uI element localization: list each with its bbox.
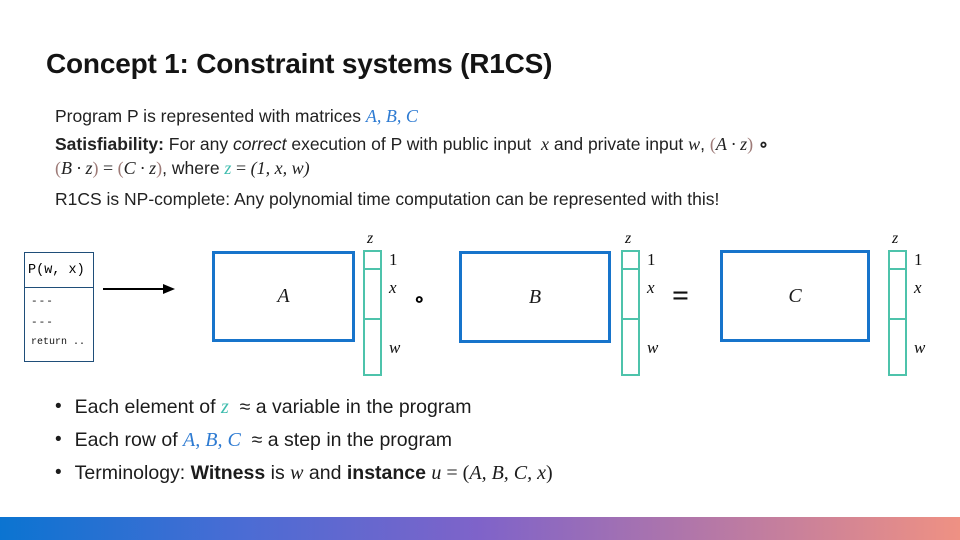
matrix-c-box: C	[720, 250, 870, 342]
program-box-body: --- --- return ..	[25, 288, 93, 352]
matrix-c-label: C	[788, 284, 802, 307]
matrix-a-box: A	[212, 251, 355, 342]
bullet-item-2: • Each row of A, B, C ≈ a step in the pro…	[55, 429, 452, 452]
vector-top-label-z: z	[367, 230, 374, 247]
b3-text-3: and	[303, 462, 347, 484]
b3-text-2: is	[265, 462, 291, 484]
ring-operator: ∘	[753, 134, 769, 154]
sat-var-w: w	[688, 134, 701, 154]
intro-text: Program P is represented with matrices	[55, 106, 366, 126]
vector-label-w: w	[389, 338, 401, 357]
b3-tuple-math: A, B, C, x	[469, 462, 547, 484]
vector-label-x: x	[914, 278, 922, 297]
program-box-header: P(w, x)	[25, 253, 93, 288]
paren-open: (	[55, 158, 61, 178]
b3-text-1: Terminology:	[74, 462, 191, 484]
vector-label-1: 1	[647, 250, 656, 269]
program-box: P(w, x) --- --- return ..	[24, 252, 94, 362]
code-line-return: return ..	[31, 337, 86, 348]
vector-segment-1	[621, 250, 640, 270]
page-title: Concept 1: Constraint systems (R1CS)	[46, 48, 553, 79]
vector-segment-x	[363, 268, 382, 320]
vector-segment-1	[888, 250, 907, 270]
bullet-item-3: •Terminology: Witness is w and instance …	[55, 462, 553, 485]
vector-segment-x	[888, 268, 907, 320]
code-line: ---	[31, 296, 54, 308]
code-line: ---	[31, 317, 54, 329]
matrix-b-box: B	[459, 251, 611, 343]
b3-eq-paren: = (	[441, 462, 470, 484]
b3-instance-bold: instance	[346, 462, 426, 484]
vector-label-1: 1	[389, 250, 398, 269]
vector-label-w: w	[914, 338, 926, 357]
z-vector-c	[888, 250, 907, 376]
paren-close: )	[747, 134, 754, 154]
equals-sign: =	[98, 158, 118, 178]
equals-operator: =	[672, 279, 690, 312]
vector-top-label-z: z	[625, 230, 632, 247]
b2-text-2: ≈ a step in the program	[240, 429, 453, 451]
equals-sign: =	[231, 158, 251, 178]
paren-close: )	[156, 158, 163, 178]
paren-open: (	[709, 134, 716, 154]
b3-close-paren: )	[546, 462, 553, 484]
vector-segment-w	[888, 318, 907, 376]
b3-var-w: w	[290, 462, 304, 484]
b3-witness-bold: Witness	[190, 462, 266, 484]
z-vector-b	[621, 250, 640, 376]
bullet-marker: •	[55, 462, 62, 483]
intro-line: Program P is represented with matrices A…	[55, 106, 418, 127]
z-vector-a	[363, 250, 382, 376]
sat-text-1: For any	[163, 134, 233, 154]
satisfiability-label: Satisfiability:	[55, 134, 164, 154]
vector-segment-x	[621, 268, 640, 320]
sat-az-math: A · z	[715, 134, 748, 154]
sat-text-4: ,	[700, 134, 710, 154]
sat-tuple-math: (1, x, w)	[250, 158, 310, 178]
b1-text-2: ≈ a variable in the program	[228, 396, 472, 418]
matrix-a-label: A	[277, 285, 290, 307]
bullet-marker: •	[55, 396, 62, 417]
b2-matrices-math: A, B, C	[183, 429, 241, 451]
paren-close: )	[92, 158, 99, 178]
bullet-marker: •	[55, 429, 62, 450]
satisfiability-line-2: (B · z) = (C · z), where z = (1, x, w)	[55, 158, 310, 179]
hadamard-operator: ∘	[413, 289, 426, 311]
sat-text-2: execution of P with public input	[286, 134, 542, 154]
vector-label-w: w	[647, 338, 659, 357]
b1-var-z-teal: z	[221, 396, 229, 418]
paren-open: (	[117, 158, 124, 178]
vector-segment-w	[363, 318, 382, 376]
vector-label-x: x	[647, 278, 655, 297]
intro-matrices-math: A, B, C	[365, 106, 418, 126]
np-complete-line: R1CS is NP-complete: Any polynomial time…	[55, 189, 720, 209]
sat-text-3: and private input	[549, 134, 689, 154]
vector-label-1: 1	[914, 250, 923, 269]
sat-cz-math: C · z	[123, 158, 157, 178]
footer-gradient-bar	[0, 517, 960, 540]
sat-correct-italic: correct	[232, 134, 287, 154]
bullet-item-1: • Each element of z ≈ a variable in the p…	[55, 396, 471, 419]
b3-var-u: u	[431, 462, 442, 484]
sat-var-z-teal: z	[224, 158, 232, 178]
b2-text-1: Each row of	[74, 429, 184, 451]
satisfiability-line-1: Satisfiability: For any correct executio…	[55, 134, 769, 155]
vector-segment-1	[363, 250, 382, 270]
sat-var-x: x	[541, 134, 550, 154]
matrix-b-label: B	[528, 285, 542, 308]
vector-label-x: x	[389, 278, 397, 297]
sat-text-5: , where	[162, 158, 225, 178]
vector-top-label-z: z	[892, 230, 899, 247]
right-arrow-icon	[103, 284, 175, 294]
vector-segment-w	[621, 318, 640, 376]
sat-bz-math: B · z	[61, 158, 93, 178]
b1-text-1: Each element of	[74, 396, 221, 418]
